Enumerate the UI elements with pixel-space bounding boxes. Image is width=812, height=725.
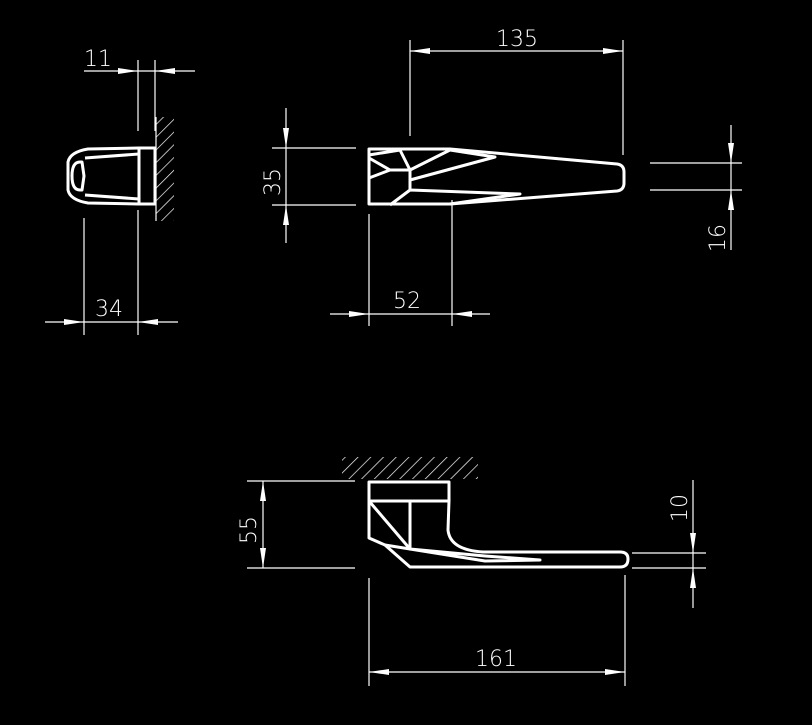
side-view: 11 34 [45,47,195,335]
dimension-label: 10 [668,494,693,522]
dimension-16: 16 [650,125,742,252]
dimension-label: 34 [95,297,123,322]
handle-front-outline [367,480,630,569]
wall-hatch [156,117,174,221]
handle-side-outline [66,146,157,206]
handle-top-outline [367,147,626,207]
dimension-label: 135 [496,27,538,52]
dimension-35: 35 [261,108,356,243]
dimension-135: 135 [409,27,624,155]
dimension-label: 16 [706,224,731,252]
dimension-label: 52 [393,289,421,314]
dimension-34: 34 [45,210,178,335]
dimension-161: 161 [368,575,626,686]
dimension-52: 52 [330,200,490,326]
wall-hatch [342,457,478,479]
dimension-label: 55 [237,516,262,544]
dimension-55: 55 [237,480,355,569]
dimension-label: 161 [475,647,517,672]
dimension-10: 10 [632,480,706,608]
dimension-label: 35 [261,168,286,196]
front-view: 55 10 161 [237,457,706,686]
top-view: 135 35 52 16 [261,27,742,326]
dimension-11: 11 [84,47,195,131]
dimension-label: 11 [84,47,112,72]
